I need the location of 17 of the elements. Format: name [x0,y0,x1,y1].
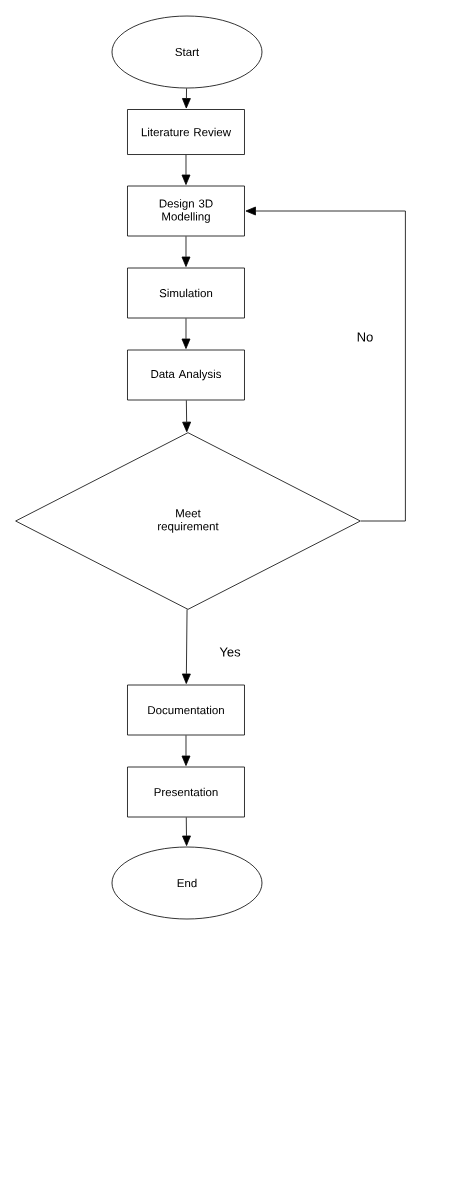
arrow [182,88,191,109]
process-box: Design 3D Modelling [127,185,245,237]
process-box: Literature Review [127,109,245,155]
arrow [182,817,191,846]
arrow [181,318,191,349]
edge-label: Yes [218,646,242,658]
arrow [182,400,192,433]
edge-label: No [355,331,375,343]
arrow [181,735,191,766]
arrow [181,236,191,267]
process-box: Presentation [127,766,245,818]
process-box: Documentation [127,684,245,736]
arrow [245,206,406,522]
arrow [181,154,191,185]
arrow [181,609,191,684]
process-box: Data Analysis [127,349,245,401]
process-box: Simulation [127,267,245,319]
